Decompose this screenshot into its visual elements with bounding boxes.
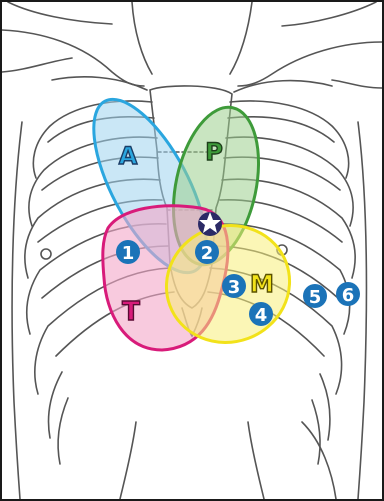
svg-text:1: 1 xyxy=(122,243,135,264)
position-marker-4: 4 xyxy=(249,302,273,326)
label-tricuspid: T xyxy=(122,297,140,327)
label-aortic: A xyxy=(119,142,138,170)
position-marker-1: 1 xyxy=(116,240,140,264)
svg-text:5: 5 xyxy=(309,287,322,308)
position-marker-2: 2 xyxy=(195,240,219,264)
position-marker-5: 5 xyxy=(303,284,327,308)
svg-text:3: 3 xyxy=(228,277,241,298)
label-pulmonic: P xyxy=(205,138,223,166)
svg-text:4: 4 xyxy=(255,305,268,326)
star-icon xyxy=(198,212,222,236)
position-marker-3: 3 xyxy=(222,274,246,298)
position-marker-6: 6 xyxy=(336,282,360,306)
label-mitral: M xyxy=(250,270,274,298)
svg-text:2: 2 xyxy=(201,243,214,264)
svg-text:6: 6 xyxy=(342,285,355,306)
